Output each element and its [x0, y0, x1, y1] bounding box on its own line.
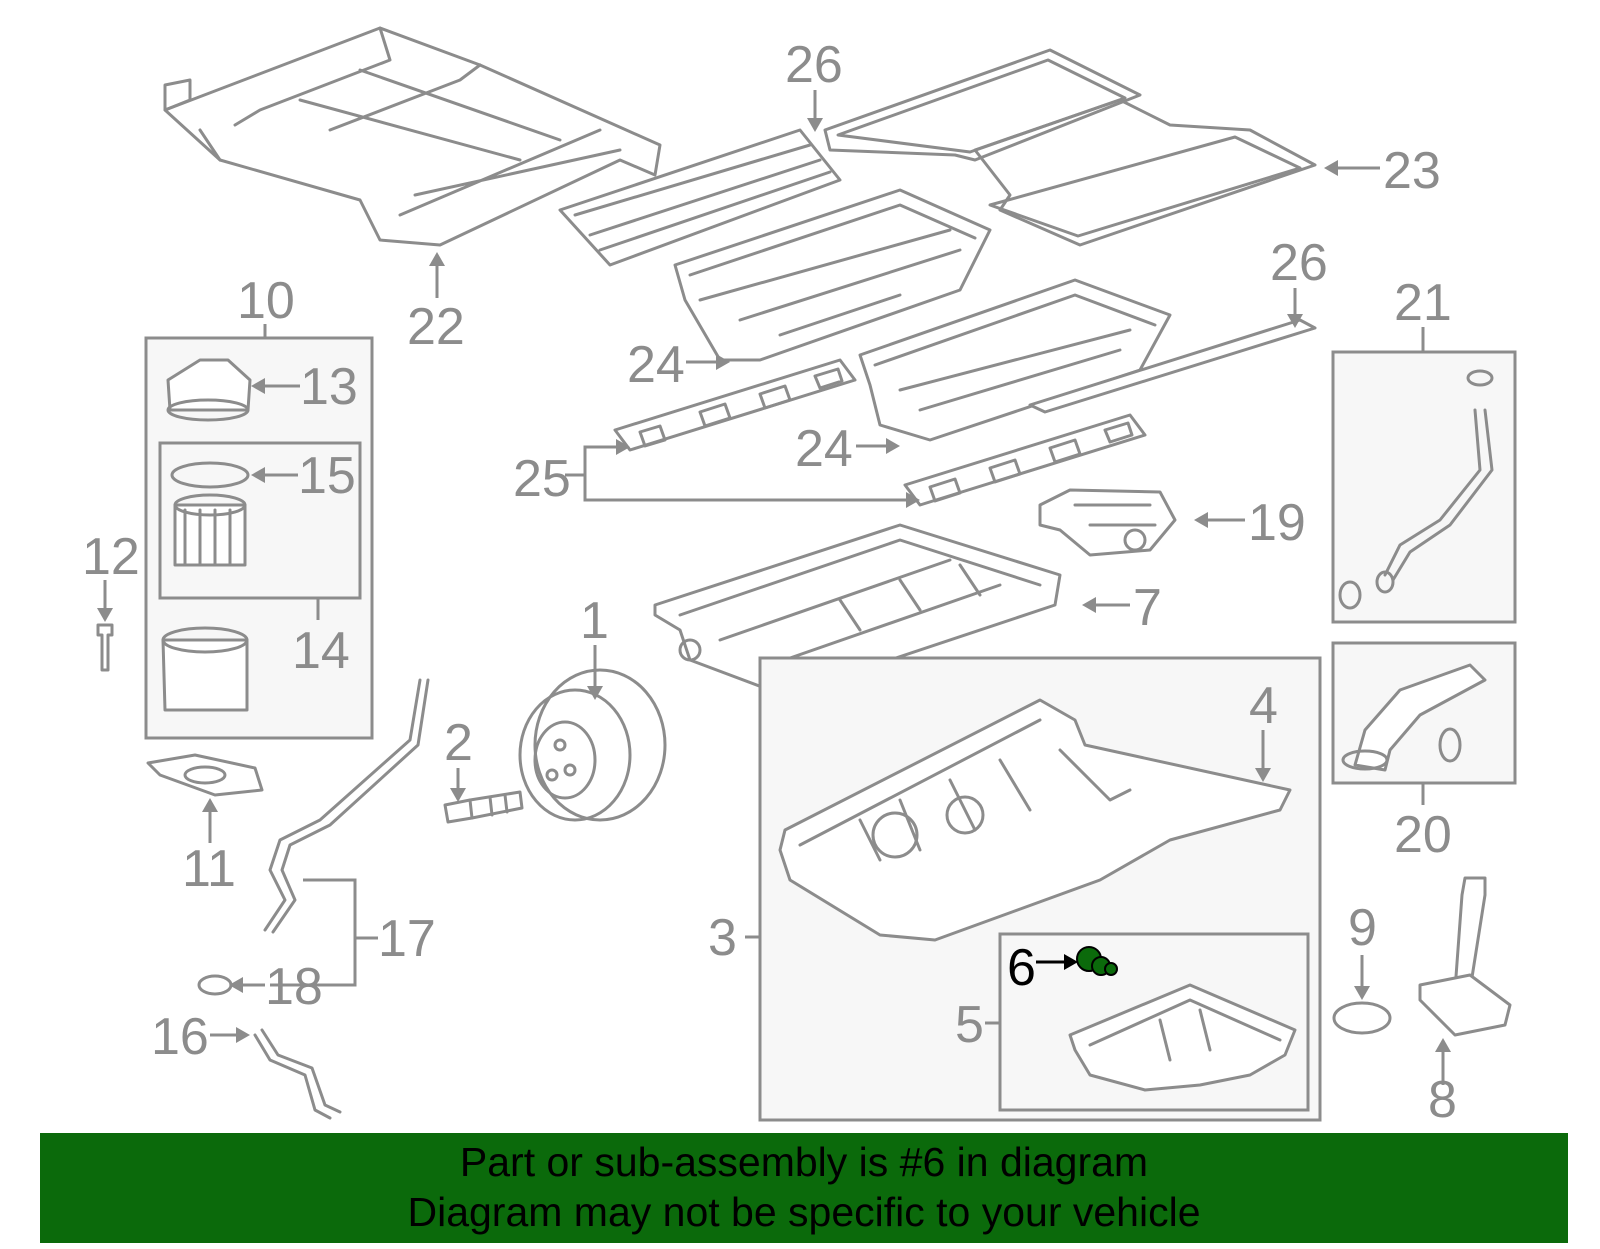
info-banner: Part or sub-assembly is #6 in diagram Di…: [40, 1133, 1568, 1243]
part-18-o-ring[interactable]: [197, 974, 233, 996]
callout-5[interactable]: 5: [955, 996, 984, 1054]
callout-8[interactable]: 8: [1428, 1071, 1457, 1129]
part-24-valve-cover-upper[interactable]: [673, 188, 992, 362]
callout-25[interactable]: 25: [513, 450, 571, 508]
callout-2[interactable]: 2: [444, 714, 473, 772]
callout-26-top[interactable]: 26: [785, 36, 843, 94]
callout-9[interactable]: 9: [1348, 899, 1377, 957]
callout-14[interactable]: 14: [292, 622, 350, 680]
callout-labels: 26 23 22 10 13 15 14 12 24 24 26 25 19 2…: [82, 36, 1457, 1129]
callout-24-lower[interactable]: 24: [795, 420, 853, 478]
part-26-top-strip[interactable]: [558, 128, 842, 267]
part-22-intake-cover[interactable]: [163, 26, 662, 247]
banner-line-1: Part or sub-assembly is #6 in diagram: [459, 1139, 1149, 1185]
part-24-valve-cover-lower[interactable]: [858, 278, 1172, 442]
part-21-dipstick-tube[interactable]: [1331, 350, 1517, 624]
part-9-o-ring[interactable]: [1332, 1001, 1392, 1035]
callout-18[interactable]: 18: [265, 958, 323, 1016]
part-17-oil-tube[interactable]: [263, 678, 430, 934]
callout-1[interactable]: 1: [580, 592, 609, 650]
part-23-cover-gasket[interactable]: [823, 48, 1317, 247]
callout-10[interactable]: 10: [237, 272, 295, 330]
callout-23[interactable]: 23: [1383, 142, 1441, 200]
part-1-pulley[interactable]: [518, 668, 667, 822]
part-12-bolt[interactable]: [96, 623, 114, 672]
part-11-gasket[interactable]: [146, 753, 264, 797]
part-26-right-strip[interactable]: [1028, 318, 1317, 414]
callout-20[interactable]: 20: [1394, 806, 1452, 864]
part-8-level-sensor[interactable]: [1418, 876, 1512, 1037]
part-19-actuator[interactable]: [1038, 488, 1177, 557]
callout-11[interactable]: 11: [182, 840, 236, 898]
callout-17[interactable]: 17: [378, 910, 436, 968]
part-3-oil-pan-assembly[interactable]: [758, 656, 1322, 1122]
part-2-bolt[interactable]: [443, 790, 524, 824]
callout-24-upper[interactable]: 24: [627, 336, 685, 394]
callout-26-right[interactable]: 26: [1270, 234, 1328, 292]
part-10-oil-filter-assembly[interactable]: [144, 336, 374, 740]
callout-6[interactable]: 6: [1007, 939, 1036, 997]
callout-12[interactable]: 12: [82, 528, 140, 586]
part-20-oil-pickup[interactable]: [1331, 641, 1517, 785]
callout-22[interactable]: 22: [407, 298, 465, 356]
leader-lines: [97, 90, 1451, 1085]
callout-7[interactable]: 7: [1133, 579, 1162, 637]
callout-19[interactable]: 19: [1248, 494, 1306, 552]
callout-15[interactable]: 15: [298, 447, 356, 505]
callout-16[interactable]: 16: [151, 1008, 209, 1066]
callout-3[interactable]: 3: [708, 909, 737, 967]
banner-line-2: Diagram may not be specific to your vehi…: [407, 1189, 1201, 1235]
callout-21[interactable]: 21: [1394, 274, 1452, 332]
callout-4[interactable]: 4: [1249, 677, 1278, 735]
part-16-tube[interactable]: [253, 1028, 342, 1120]
callout-13[interactable]: 13: [300, 358, 358, 416]
part-25-intake-gaskets[interactable]: [613, 358, 1147, 507]
part-6-drain-plug[interactable]: [1076, 946, 1118, 976]
